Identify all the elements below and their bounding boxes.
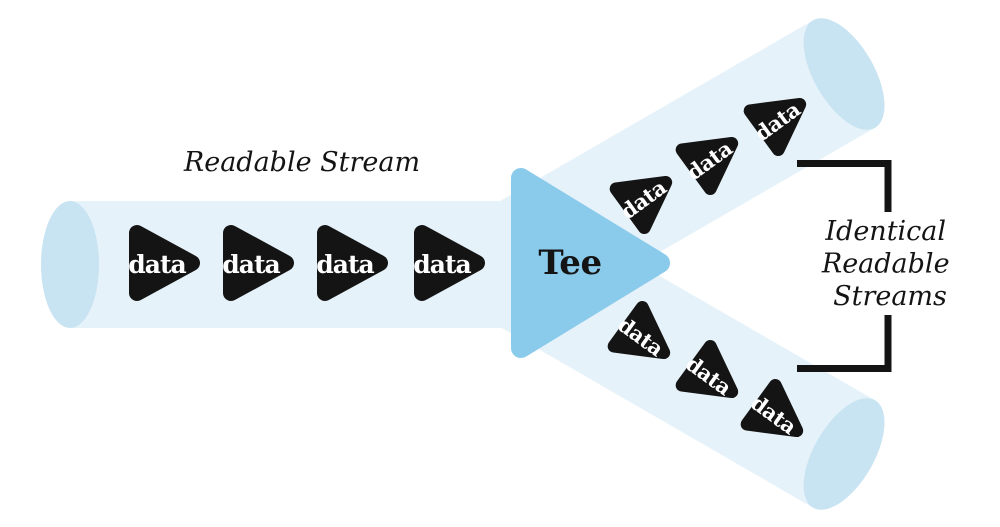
identical-streams-label-line2: Readable: [821, 249, 950, 280]
chunk-triangle-icon: [317, 225, 388, 301]
chunk-triangle-icon: [129, 225, 200, 301]
tee-label: Tee: [538, 243, 601, 283]
data-chunk: data: [743, 96, 807, 157]
chunk-triangle-icon: [675, 136, 739, 196]
chunk-triangle-icon: [414, 225, 485, 301]
chunk-label: data: [413, 250, 471, 279]
chunk-label: data: [222, 250, 280, 279]
data-chunk: data: [675, 135, 739, 196]
output-bracket: [797, 160, 892, 372]
chunk-triangle-icon: [740, 378, 804, 438]
readable-stream-label: Readable Stream: [183, 147, 420, 178]
data-chunk: data: [675, 339, 739, 401]
chunk-triangle-icon: [609, 175, 673, 235]
upper-output-pipe-cap: [803, 18, 885, 130]
chunk-triangle-icon: [223, 225, 294, 301]
data-chunk: data: [740, 378, 804, 440]
data-chunk: data: [316, 225, 388, 301]
chunk-triangle-icon: [607, 300, 671, 360]
identical-streams-label-line1: Identical: [824, 216, 946, 247]
data-chunk: data: [413, 225, 485, 301]
data-chunk: data: [607, 300, 671, 362]
chunk-triangle-icon: [743, 97, 807, 157]
identical-streams-label-line3: Streams: [833, 281, 947, 312]
data-chunk: data: [609, 174, 673, 235]
lower-output-pipe-cap: [803, 398, 885, 510]
chunk-label: data: [128, 250, 186, 279]
tee-node: Tee: [511, 168, 670, 358]
data-chunk: data: [222, 225, 294, 301]
tee-triangle: [511, 168, 670, 358]
identical-streams-label: Identical Readable Streams: [821, 216, 958, 312]
chunk-triangle-icon: [675, 339, 739, 399]
input-pipe-cap: [41, 201, 99, 328]
data-chunk: data: [128, 225, 200, 301]
chunk-label: data: [316, 250, 374, 279]
